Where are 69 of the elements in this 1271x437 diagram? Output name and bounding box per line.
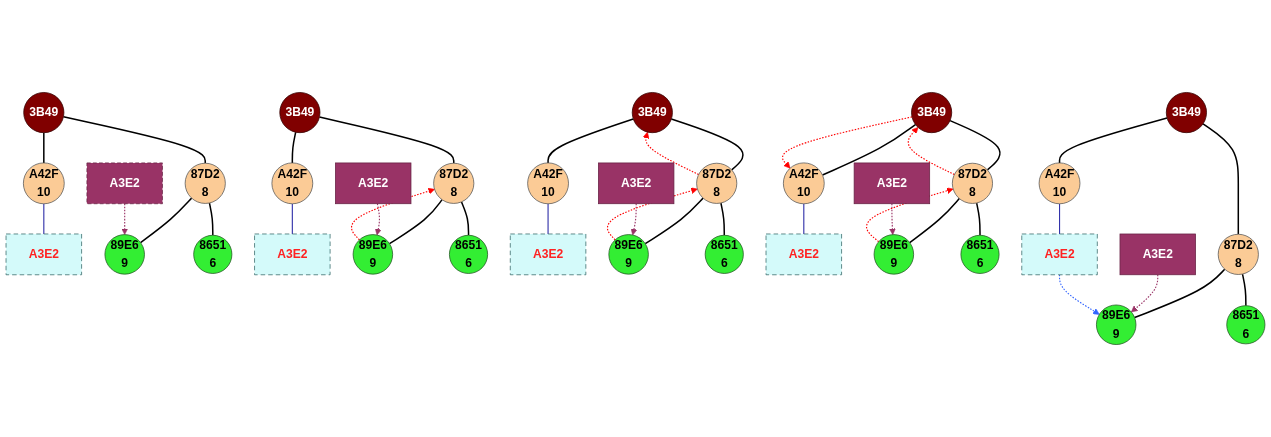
connector <box>547 203 549 235</box>
node-box: A3E2 <box>5 233 82 276</box>
node-box: A3E2 <box>1021 233 1098 276</box>
node-circle: 89E6 9 <box>352 234 394 275</box>
node-circle: 87D2 8 <box>184 162 226 204</box>
node-circle: 8651 6 <box>449 234 488 274</box>
node-circle: 89E6 9 <box>1096 304 1137 345</box>
connector <box>291 203 293 235</box>
arrow <box>907 127 955 176</box>
connector <box>318 116 455 164</box>
node-box: A3E2 <box>853 162 931 205</box>
node-circle: A42F 10 <box>271 162 314 205</box>
node-circle: 8651 6 <box>704 234 744 274</box>
connector <box>1202 123 1240 236</box>
connector <box>1241 273 1247 307</box>
node-box: A3E2 <box>86 162 163 205</box>
connector <box>43 203 45 235</box>
connector <box>388 198 443 245</box>
arrow <box>889 203 896 235</box>
connector <box>720 202 725 237</box>
node-circle: 3B49 <box>279 92 321 134</box>
connector <box>670 118 744 171</box>
node-circle: 3B49 <box>23 92 65 134</box>
node-box: A3E2 <box>598 162 675 205</box>
node-circle: 3B49 <box>911 92 953 134</box>
connector <box>208 202 214 237</box>
arrow <box>630 203 638 236</box>
connector <box>1133 268 1226 319</box>
connector <box>949 119 1001 171</box>
node-circle: 3B49 <box>1165 92 1207 134</box>
node-circle: A42F 10 <box>1038 162 1081 205</box>
node-box: A3E2 <box>335 162 412 205</box>
node-circle: 8651 6 <box>960 234 1000 274</box>
connector <box>1058 203 1061 235</box>
connector <box>975 202 981 237</box>
connector <box>460 201 470 237</box>
arrow <box>1058 274 1100 315</box>
node-circle: 89E6 9 <box>608 234 649 275</box>
node-circle: 87D2 8 <box>696 162 738 204</box>
node-circle: 8651 6 <box>193 234 233 274</box>
node-circle: A42F 10 <box>783 162 825 205</box>
arrow <box>375 203 382 236</box>
connector <box>821 123 917 176</box>
connector <box>291 131 297 164</box>
arrow <box>606 187 698 241</box>
connector <box>908 197 961 244</box>
connector <box>43 131 45 164</box>
arrow <box>866 187 954 243</box>
arrow <box>121 203 128 235</box>
node-circle: 3B49 <box>631 92 673 134</box>
node-circle: 87D2 8 <box>1217 233 1259 275</box>
node-circle: 87D2 8 <box>433 162 475 204</box>
connector <box>547 118 635 164</box>
node-circle: A42F 10 <box>23 162 65 205</box>
node-circle: 89E6 9 <box>873 234 914 275</box>
arrow <box>1131 274 1159 313</box>
node-circle: 8651 6 <box>1226 305 1266 345</box>
node-box: A3E2 <box>1119 233 1196 276</box>
node-box: A3E2 <box>765 233 842 276</box>
connector <box>644 197 704 245</box>
node-circle: 89E6 9 <box>104 234 145 275</box>
connector <box>803 203 805 235</box>
connector <box>62 116 206 164</box>
connector <box>1058 117 1168 164</box>
connector <box>139 197 193 244</box>
node-circle: 87D2 8 <box>951 162 993 204</box>
node-box: A3E2 <box>254 233 331 276</box>
node-circle: A42F 10 <box>527 162 569 205</box>
node-box: A3E2 <box>509 233 587 276</box>
